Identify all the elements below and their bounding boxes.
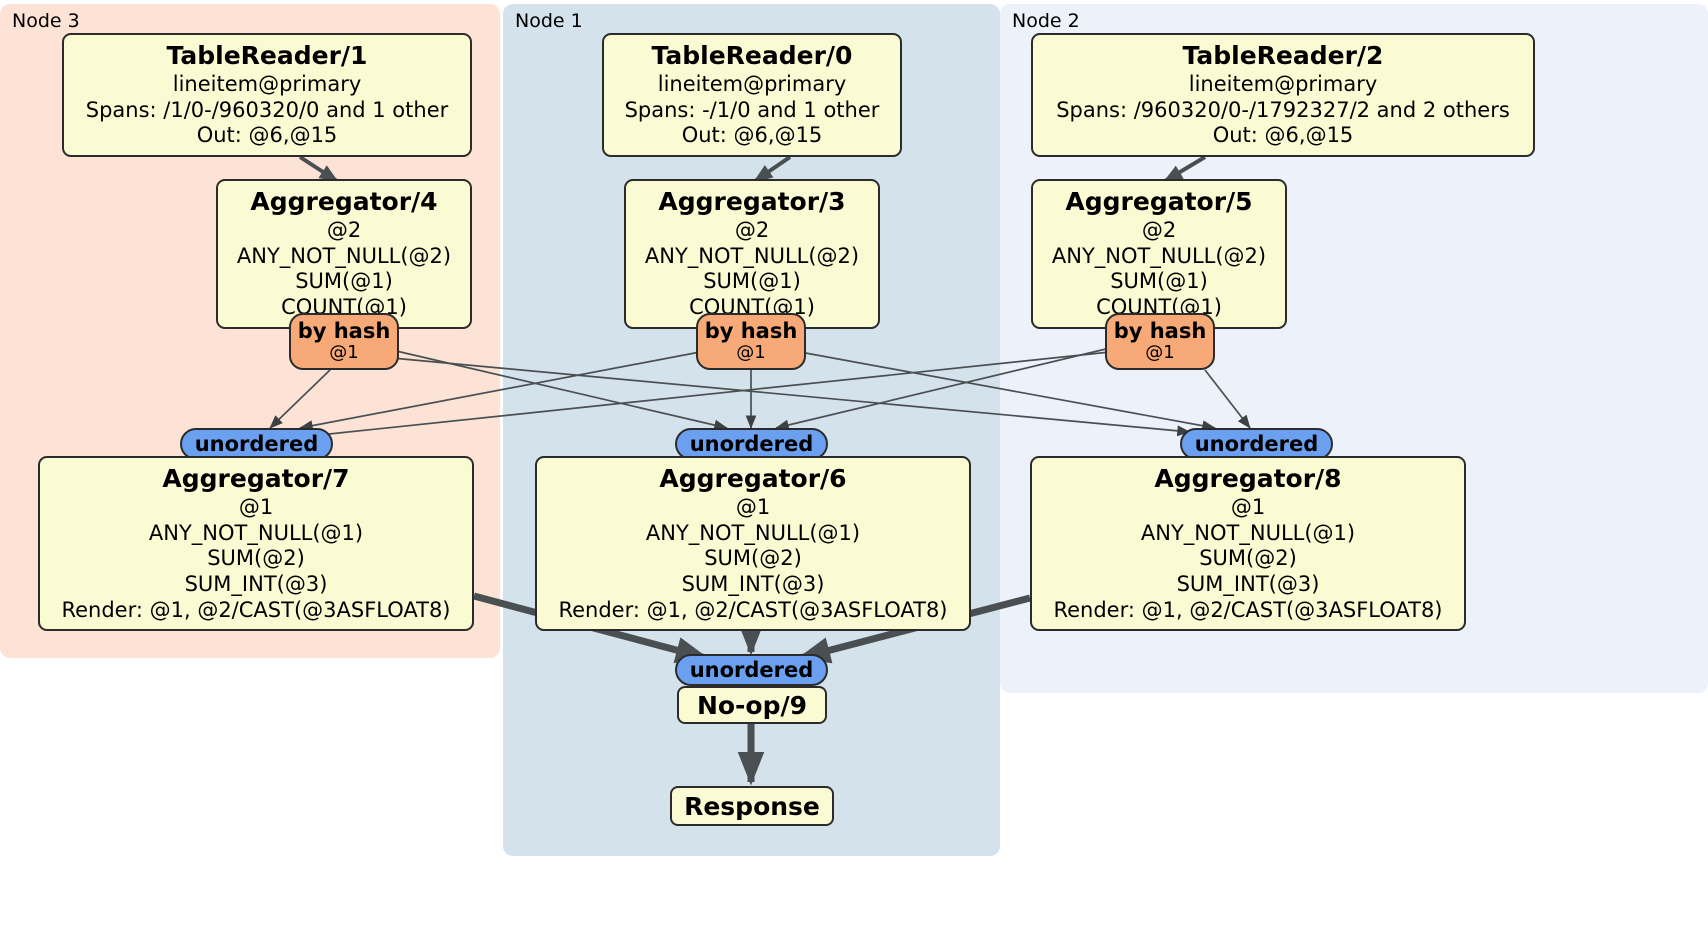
aggregator-3-group: @2 [734, 218, 770, 243]
synchronizer-aggregator-7[interactable]: unordered [180, 428, 333, 460]
table-reader-2-spans: Spans: /960320/0-/1792327/2 and 2 others [1056, 97, 1510, 122]
synchronizer-7-label: unordered [194, 431, 319, 456]
response-label: Response [684, 791, 820, 821]
table-reader-0-table: lineitem@primary [657, 72, 847, 97]
hash-router-3-key: @1 [736, 342, 766, 364]
table-reader-1[interactable]: TableReader/1 lineitem@primary Spans: /1… [62, 33, 472, 158]
aggregator-8-title: Aggregator/8 [1154, 464, 1342, 493]
hash-router-5-label: by hash [1113, 319, 1207, 343]
table-reader-2-out: Out: @6,@15 [1212, 123, 1354, 148]
aggregator-3-func-0: ANY_NOT_NULL(@2) [644, 243, 860, 268]
aggregator-8-func-1: SUM(@2) [1199, 546, 1297, 571]
aggregator-6-title: Aggregator/6 [659, 464, 847, 493]
table-reader-1-out: Out: @6,@15 [196, 123, 338, 148]
table-reader-0-spans: Spans: -/1/0 and 1 other [624, 97, 880, 122]
table-reader-2[interactable]: TableReader/2 lineitem@primary Spans: /9… [1031, 33, 1535, 158]
synchronizer-final[interactable]: unordered [675, 654, 828, 686]
hash-router-aggregator-4[interactable]: by hash @1 [289, 313, 399, 370]
aggregator-7-func-0: ANY_NOT_NULL(@1) [148, 520, 364, 545]
aggregator-8-render: Render: @1, @2/CAST(@3ASFLOAT8) [1053, 597, 1443, 622]
aggregator-5-group: @2 [1141, 218, 1177, 243]
aggregator-4-group: @2 [326, 218, 362, 243]
node-label-node3: Node 3 [12, 10, 80, 32]
aggregator-7-group: @1 [238, 495, 274, 520]
aggregator-8[interactable]: Aggregator/8 @1 ANY_NOT_NULL(@1) SUM(@2)… [1030, 456, 1466, 632]
aggregator-6-group: @1 [735, 495, 771, 520]
aggregator-3-func-1: SUM(@1) [703, 269, 801, 294]
table-reader-1-title: TableReader/1 [166, 41, 368, 70]
aggregator-4[interactable]: Aggregator/4 @2 ANY_NOT_NULL(@2) SUM(@1)… [216, 179, 472, 329]
table-reader-2-table: lineitem@primary [1188, 72, 1378, 97]
aggregator-4-func-1: SUM(@1) [295, 269, 393, 294]
table-reader-0-title: TableReader/0 [651, 41, 853, 70]
aggregator-6-func-0: ANY_NOT_NULL(@1) [645, 520, 861, 545]
synchronizer-final-label: unordered [689, 657, 814, 682]
no-op-label: No-op/9 [696, 690, 808, 720]
response-box[interactable]: Response [670, 786, 834, 826]
aggregator-6[interactable]: Aggregator/6 @1 ANY_NOT_NULL(@1) SUM(@2)… [535, 456, 971, 632]
table-reader-0[interactable]: TableReader/0 lineitem@primary Spans: -/… [602, 33, 902, 158]
aggregator-7-func-1: SUM(@2) [207, 546, 305, 571]
aggregator-4-func-0: ANY_NOT_NULL(@2) [236, 243, 452, 268]
table-reader-0-out: Out: @6,@15 [681, 123, 823, 148]
aggregator-6-render: Render: @1, @2/CAST(@3ASFLOAT8) [558, 597, 948, 622]
aggregator-6-func-2: SUM_INT(@3) [681, 572, 825, 597]
aggregator-8-func-2: SUM_INT(@3) [1176, 572, 1320, 597]
aggregator-7-render: Render: @1, @2/CAST(@3ASFLOAT8) [61, 597, 451, 622]
node-label-node1: Node 1 [515, 10, 583, 32]
aggregator-7-title: Aggregator/7 [162, 464, 350, 493]
table-reader-2-title: TableReader/2 [1182, 41, 1384, 70]
hash-router-aggregator-5[interactable]: by hash @1 [1105, 313, 1215, 370]
synchronizer-6-label: unordered [689, 431, 814, 456]
hash-router-4-label: by hash [297, 319, 391, 343]
aggregator-6-func-1: SUM(@2) [704, 546, 802, 571]
aggregator-5-func-1: SUM(@1) [1110, 269, 1208, 294]
hash-router-5-key: @1 [1145, 342, 1175, 364]
aggregator-8-func-0: ANY_NOT_NULL(@1) [1140, 520, 1356, 545]
aggregator-4-title: Aggregator/4 [250, 187, 438, 216]
aggregator-8-group: @1 [1230, 495, 1266, 520]
aggregator-7[interactable]: Aggregator/7 @1 ANY_NOT_NULL(@1) SUM(@2)… [38, 456, 474, 632]
synchronizer-aggregator-6[interactable]: unordered [675, 428, 828, 460]
synchronizer-8-label: unordered [1194, 431, 1319, 456]
hash-router-3-label: by hash [704, 319, 798, 343]
table-reader-1-table: lineitem@primary [172, 72, 362, 97]
table-reader-1-spans: Spans: /1/0-/960320/0 and 1 other [85, 97, 449, 122]
hash-router-aggregator-3[interactable]: by hash @1 [696, 313, 806, 370]
aggregator-3[interactable]: Aggregator/3 @2 ANY_NOT_NULL(@2) SUM(@1)… [624, 179, 880, 329]
hash-router-4-key: @1 [329, 342, 359, 364]
aggregator-5-title: Aggregator/5 [1065, 187, 1253, 216]
no-op-processor[interactable]: No-op/9 [677, 686, 827, 724]
node-label-node2: Node 2 [1012, 10, 1080, 32]
aggregator-7-func-2: SUM_INT(@3) [184, 572, 328, 597]
aggregator-5-func-0: ANY_NOT_NULL(@2) [1051, 243, 1267, 268]
aggregator-3-title: Aggregator/3 [658, 187, 846, 216]
aggregator-5[interactable]: Aggregator/5 @2 ANY_NOT_NULL(@2) SUM(@1)… [1031, 179, 1287, 329]
